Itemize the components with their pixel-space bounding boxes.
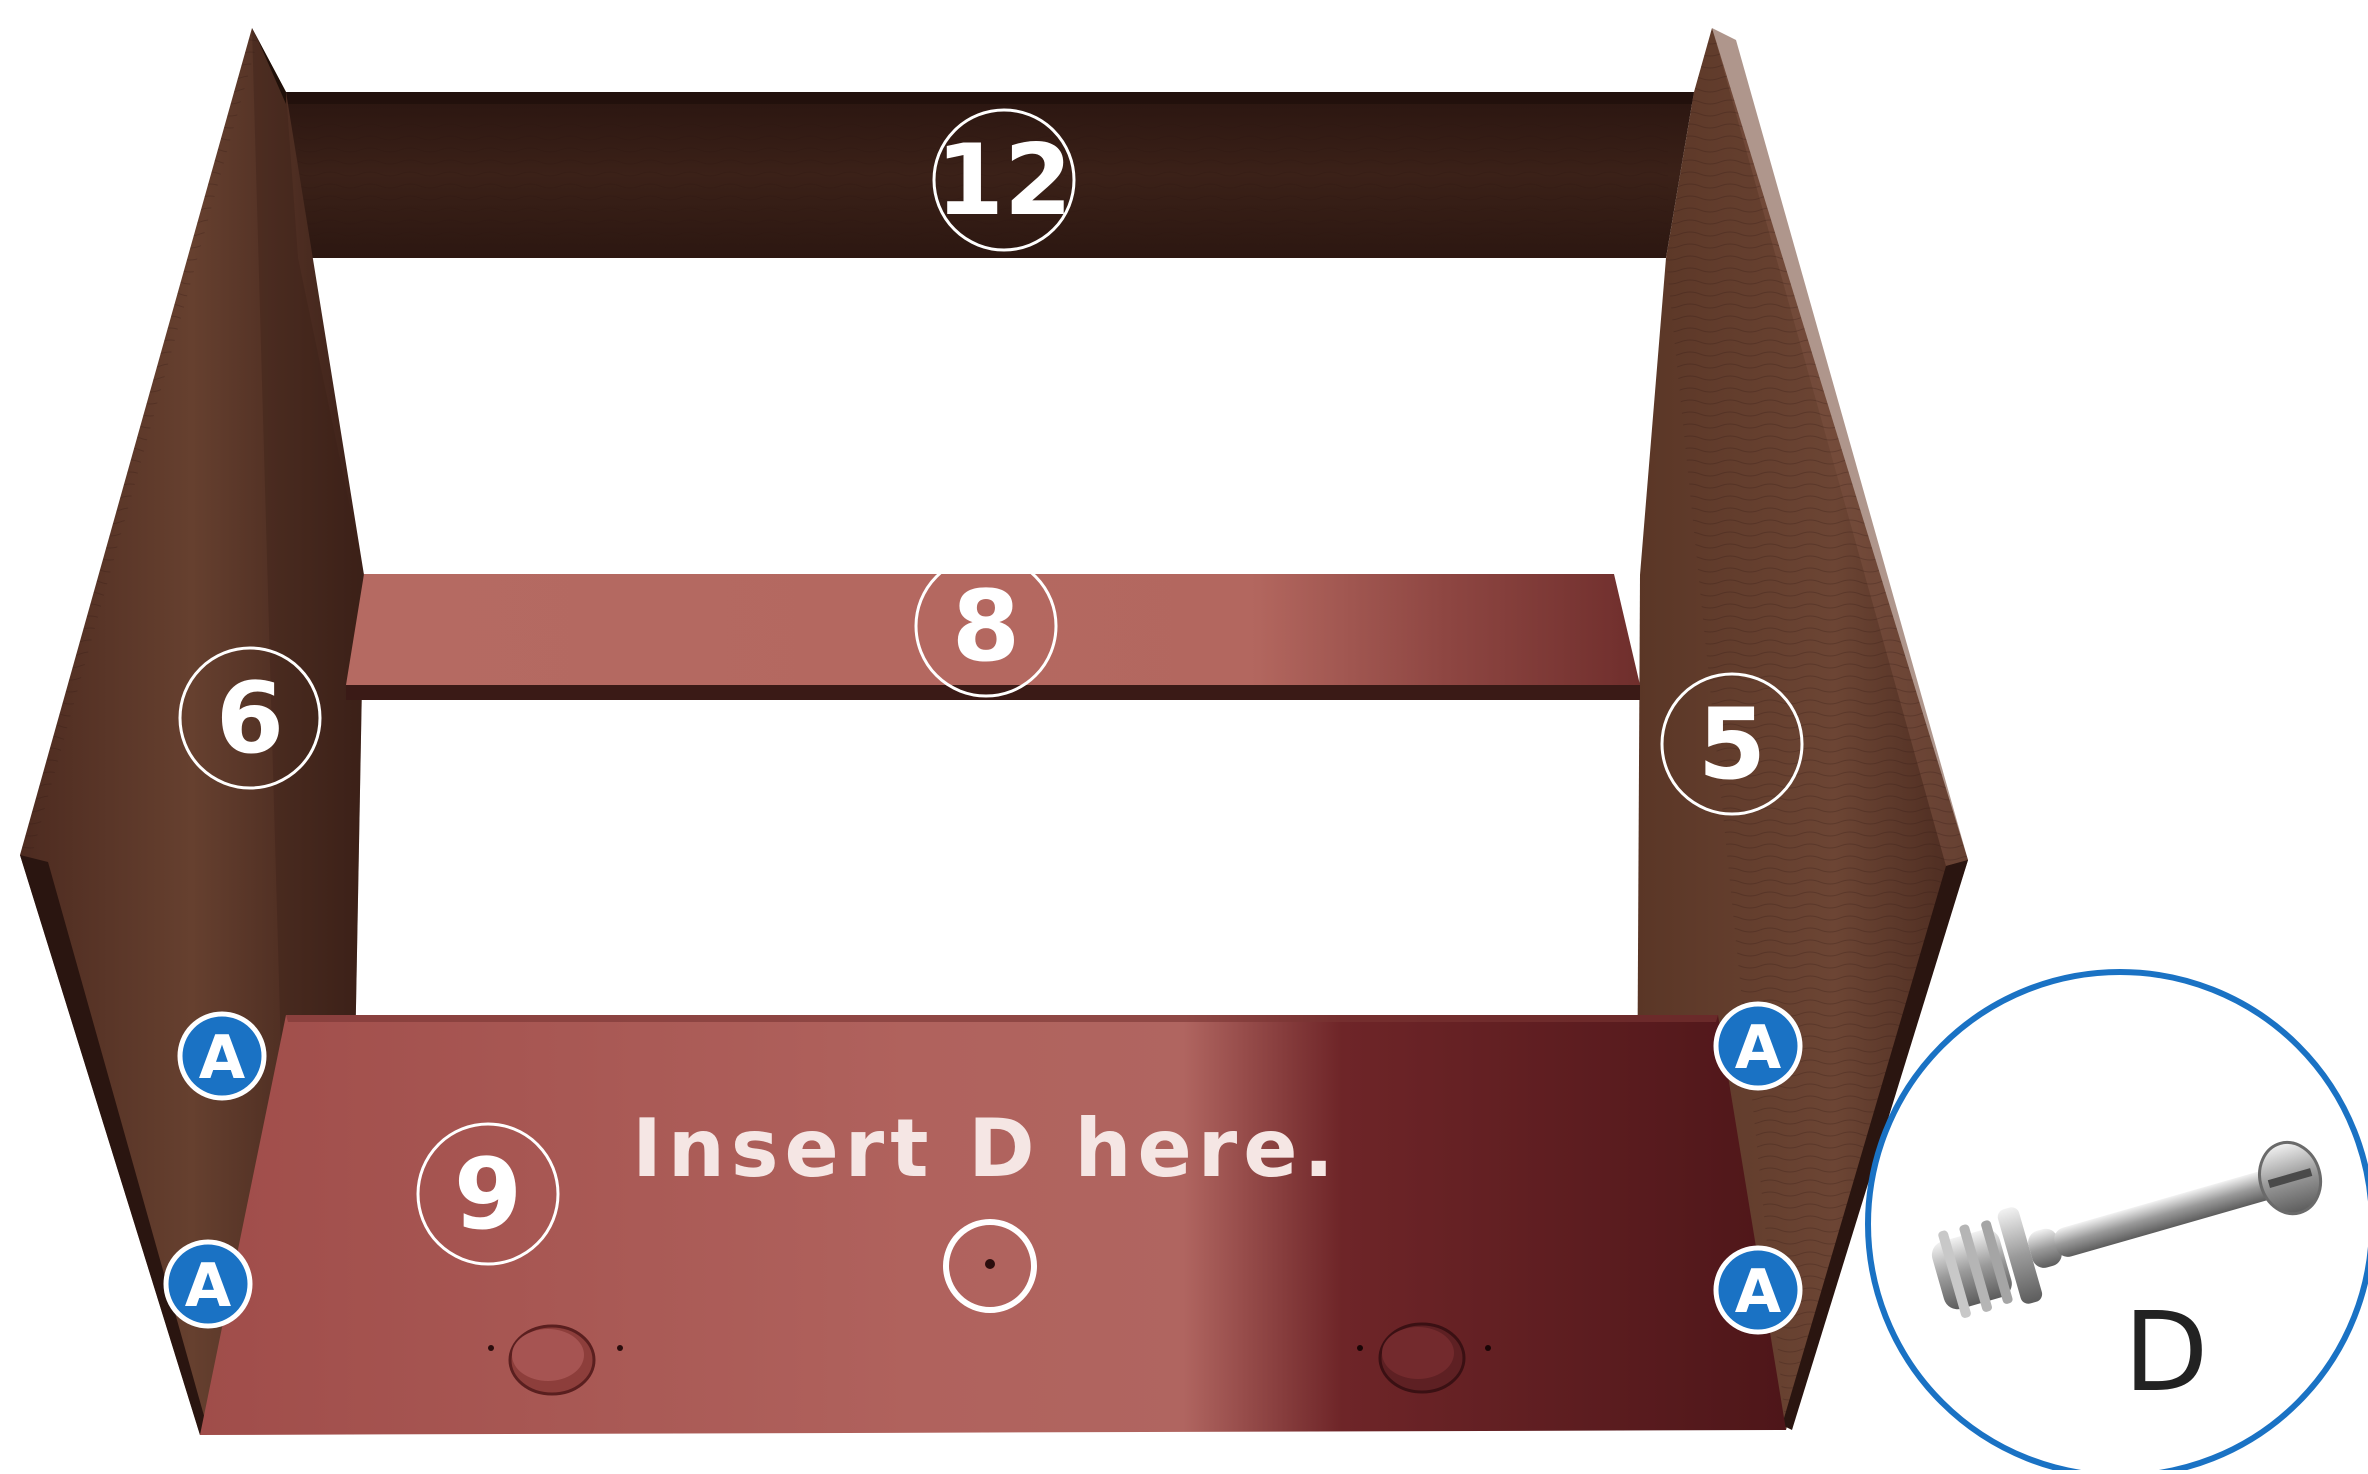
- fitting-badge-a-text: A: [185, 1251, 232, 1321]
- part-label-12: 12: [934, 110, 1074, 250]
- callout-detail-d: D: [1868, 972, 2368, 1470]
- part-label-8-text: 8: [952, 570, 1020, 684]
- part-label-5-text: 5: [1698, 688, 1766, 802]
- bottom-panel: [200, 1015, 1786, 1435]
- fitting-badge-a-bottom-right: A: [1716, 1248, 1800, 1332]
- fitting-badge-a-text: A: [199, 1023, 246, 1093]
- fitting-badge-a-top-left: A: [180, 1014, 264, 1098]
- callout-detail-d-label: D: [2124, 1288, 2209, 1416]
- fitting-badge-a-top-right: A: [1716, 1004, 1800, 1088]
- fitting-badge-a-bottom-left: A: [166, 1242, 250, 1326]
- fitting-badge-a-text: A: [1735, 1257, 1782, 1327]
- part-label-6-text: 6: [216, 662, 284, 776]
- part-label-12-text: 12: [936, 124, 1072, 238]
- fitting-badge-a-text: A: [1735, 1013, 1782, 1083]
- instruction-text: Insert D here.: [632, 1102, 1340, 1195]
- part-label-9-text: 9: [454, 1138, 522, 1252]
